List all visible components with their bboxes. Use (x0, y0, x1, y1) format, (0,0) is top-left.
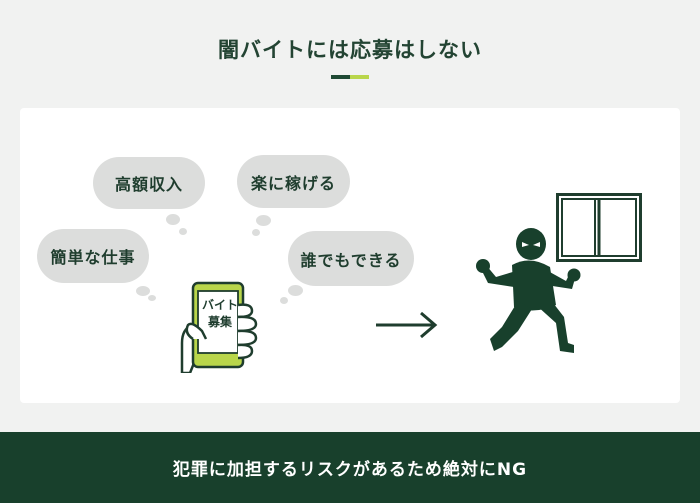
thought-easy-money: 楽に稼げる (237, 155, 350, 208)
phone-text-line2: 募集 (207, 315, 232, 329)
thought-simple-job: 簡単な仕事 (37, 229, 149, 283)
thought-bubble-dot (179, 228, 187, 235)
thought-anyone-can: 誰でもできる (288, 231, 414, 286)
thought-bubble-dot (252, 229, 260, 236)
thought-bubble-dot (280, 297, 288, 304)
thought-anyone-can-label: 誰でもできる (300, 250, 402, 270)
arrow-right-icon (376, 311, 438, 339)
window-icon (556, 193, 642, 262)
footer-message: 犯罪に加担するリスクがあるため絶対にNG (172, 460, 528, 480)
thought-easy-money-label: 楽に稼げる (250, 173, 336, 193)
thought-bubble-dot (288, 285, 303, 296)
page-title: 闇バイトには応募はしない (218, 38, 482, 62)
thief-icon (476, 228, 581, 353)
thought-high-income: 高額収入 (93, 157, 205, 209)
title-underline (331, 75, 369, 79)
thought-simple-job-label: 簡単な仕事 (50, 248, 136, 267)
phone-screen-text: バイト 募集 (198, 297, 242, 331)
footer-banner: 犯罪に加担するリスクがあるため絶対にNG (0, 432, 700, 503)
thought-bubble-dot (256, 215, 271, 226)
thought-bubble-dot (166, 214, 180, 225)
thought-high-income-label: 高額収入 (114, 175, 183, 194)
underline-light (350, 75, 369, 79)
phone-text-line1: バイト (201, 298, 238, 312)
thought-bubble-dot (148, 295, 156, 301)
smartphone-hand-icon (180, 281, 258, 373)
thought-bubble-dot (136, 286, 150, 296)
underline-dark (331, 75, 350, 79)
